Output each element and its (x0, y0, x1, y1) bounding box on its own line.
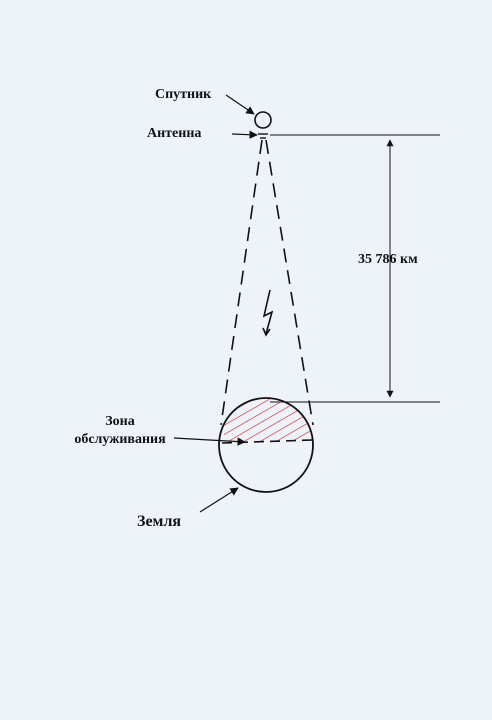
service-zone-label-line1: Зона (105, 414, 135, 429)
antenna-pointer-arrow (231, 130, 258, 139)
antenna-label: Антенна (147, 126, 202, 141)
antenna-symbol (258, 133, 268, 139)
service-zone-label-line2: обслуживания (74, 432, 166, 447)
beam-left-edge (220, 139, 263, 426)
service-zone-hatch (224, 399, 312, 441)
earth-circle (218, 397, 314, 493)
earth-pointer-arrow (199, 487, 239, 513)
distance-label: 35 786 км (358, 252, 418, 267)
earth-label: Земля (137, 513, 182, 530)
satellite-symbol (254, 111, 272, 129)
lightning-bolt-icon (262, 289, 274, 337)
satellite-pointer-arrow (225, 94, 255, 115)
satellite-label: Спутник (155, 87, 212, 102)
service-zone-label: Зона обслуживания (60, 413, 180, 449)
beam-right-edge (265, 139, 314, 426)
zone-pointer-arrow (173, 437, 246, 446)
